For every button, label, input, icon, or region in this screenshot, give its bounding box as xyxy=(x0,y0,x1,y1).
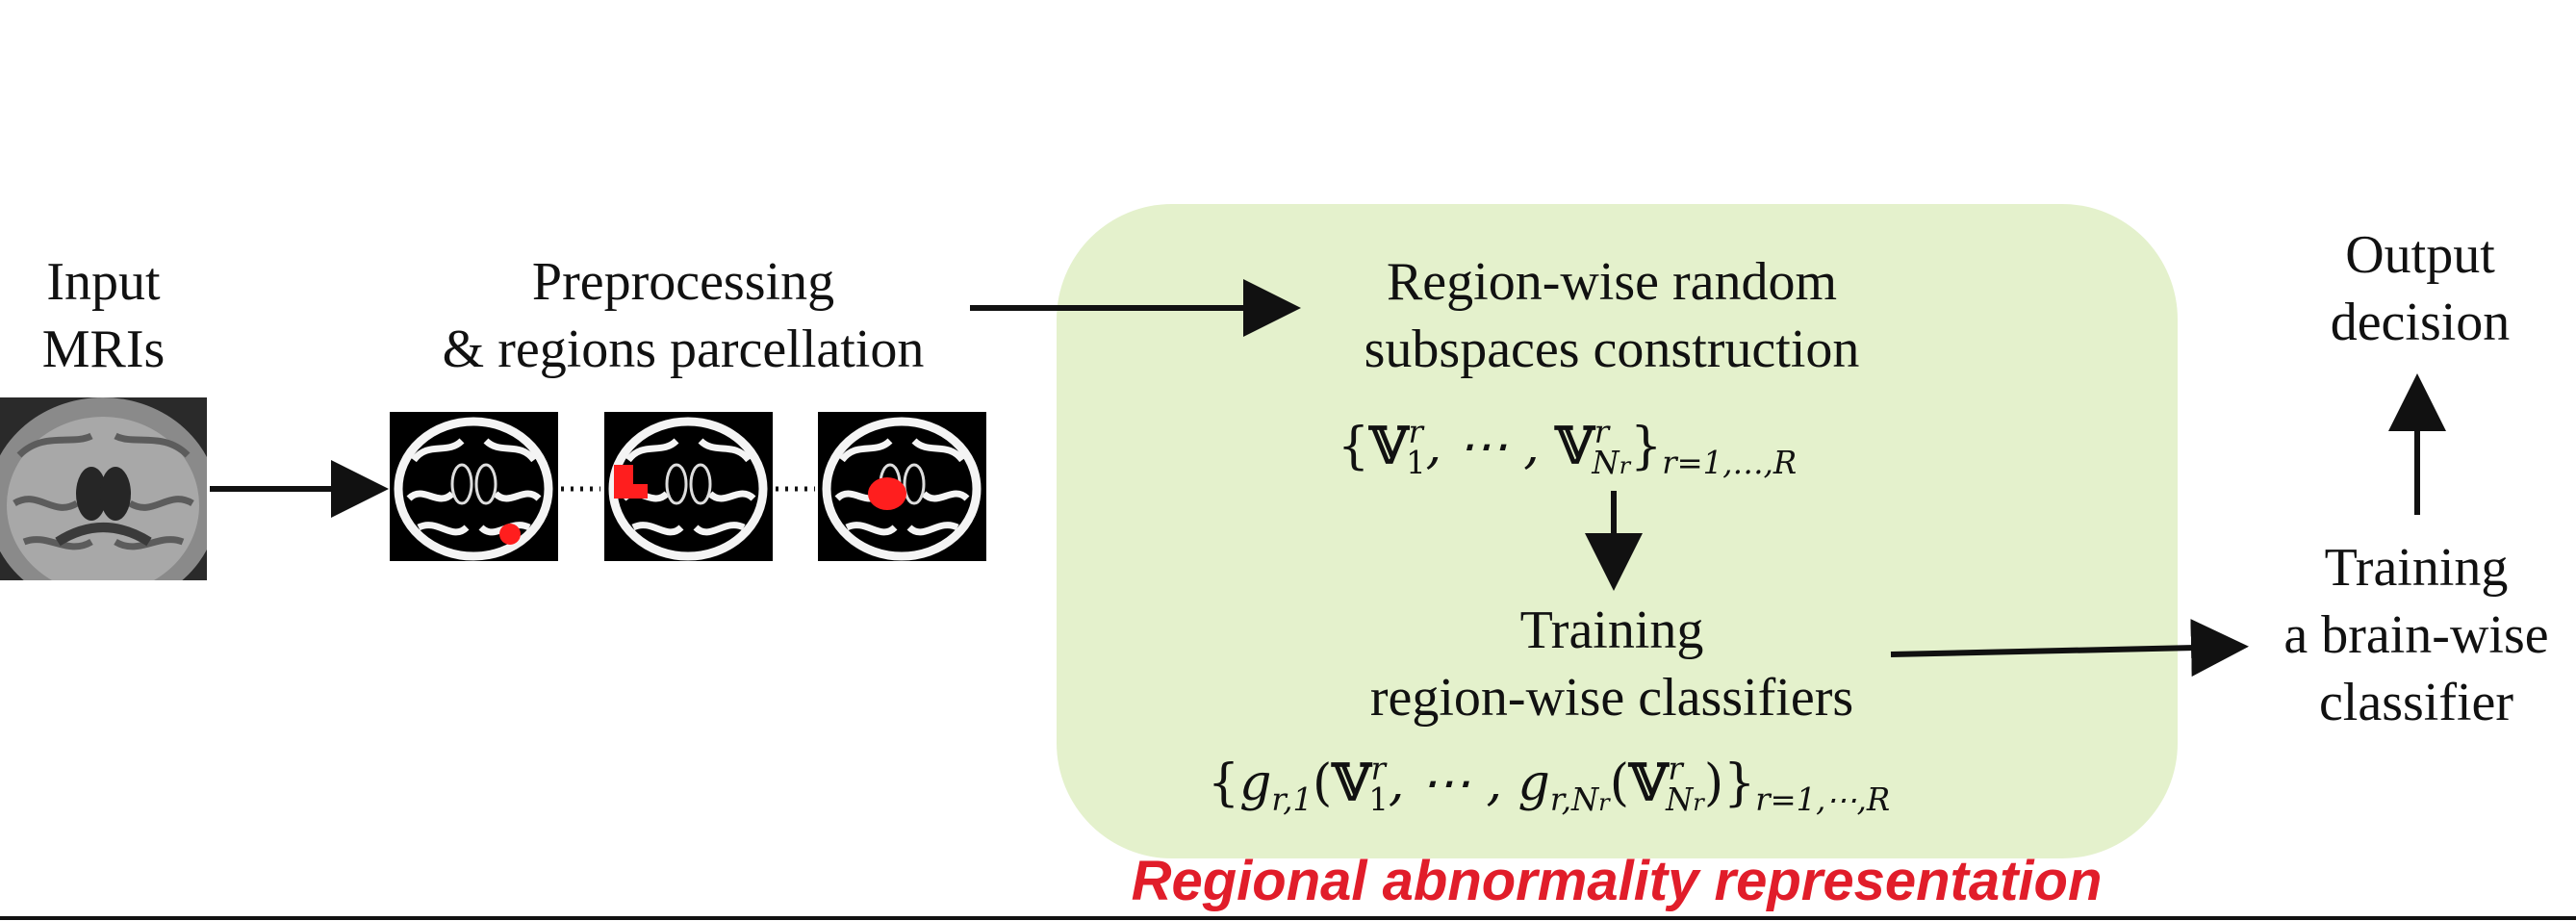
parcellation-slice-2 xyxy=(604,412,773,561)
subspaces-label: Region-wise random subspaces constructio… xyxy=(1364,252,1860,379)
input-mri-image xyxy=(0,397,207,580)
output-decision-label: Output decision xyxy=(2330,225,2511,352)
region-classifiers-label: Training region-wise classifiers xyxy=(1369,601,1854,728)
brain-classifier-label: Training a brain-wise classifier xyxy=(2283,538,2549,732)
regional-abnormality-caption: Regional abnormality representation xyxy=(1131,850,2103,912)
parcellation-slice-3 xyxy=(818,412,986,561)
subspaces-formula: {𝕍r1, ⋯ , 𝕍rNr}r=1,…,R xyxy=(1338,414,1798,482)
preprocessing-label: Preprocessing & regions parcellation xyxy=(442,252,925,379)
bottom-divider xyxy=(0,916,2576,920)
input-mris-label: Input MRIs xyxy=(41,252,166,379)
parcellation-slice-1 xyxy=(390,412,558,561)
arrow-classifiers-to-brainwise xyxy=(1890,619,2249,678)
highlight-region-3 xyxy=(868,477,906,510)
region-classifiers-formula: {gr,1(𝕍r1, ⋯ , gr,Nr(𝕍rNr)}r=1,⋯,R xyxy=(1208,751,1891,819)
highlight-region-2 xyxy=(614,465,648,499)
highlight-region-1 xyxy=(499,524,521,545)
